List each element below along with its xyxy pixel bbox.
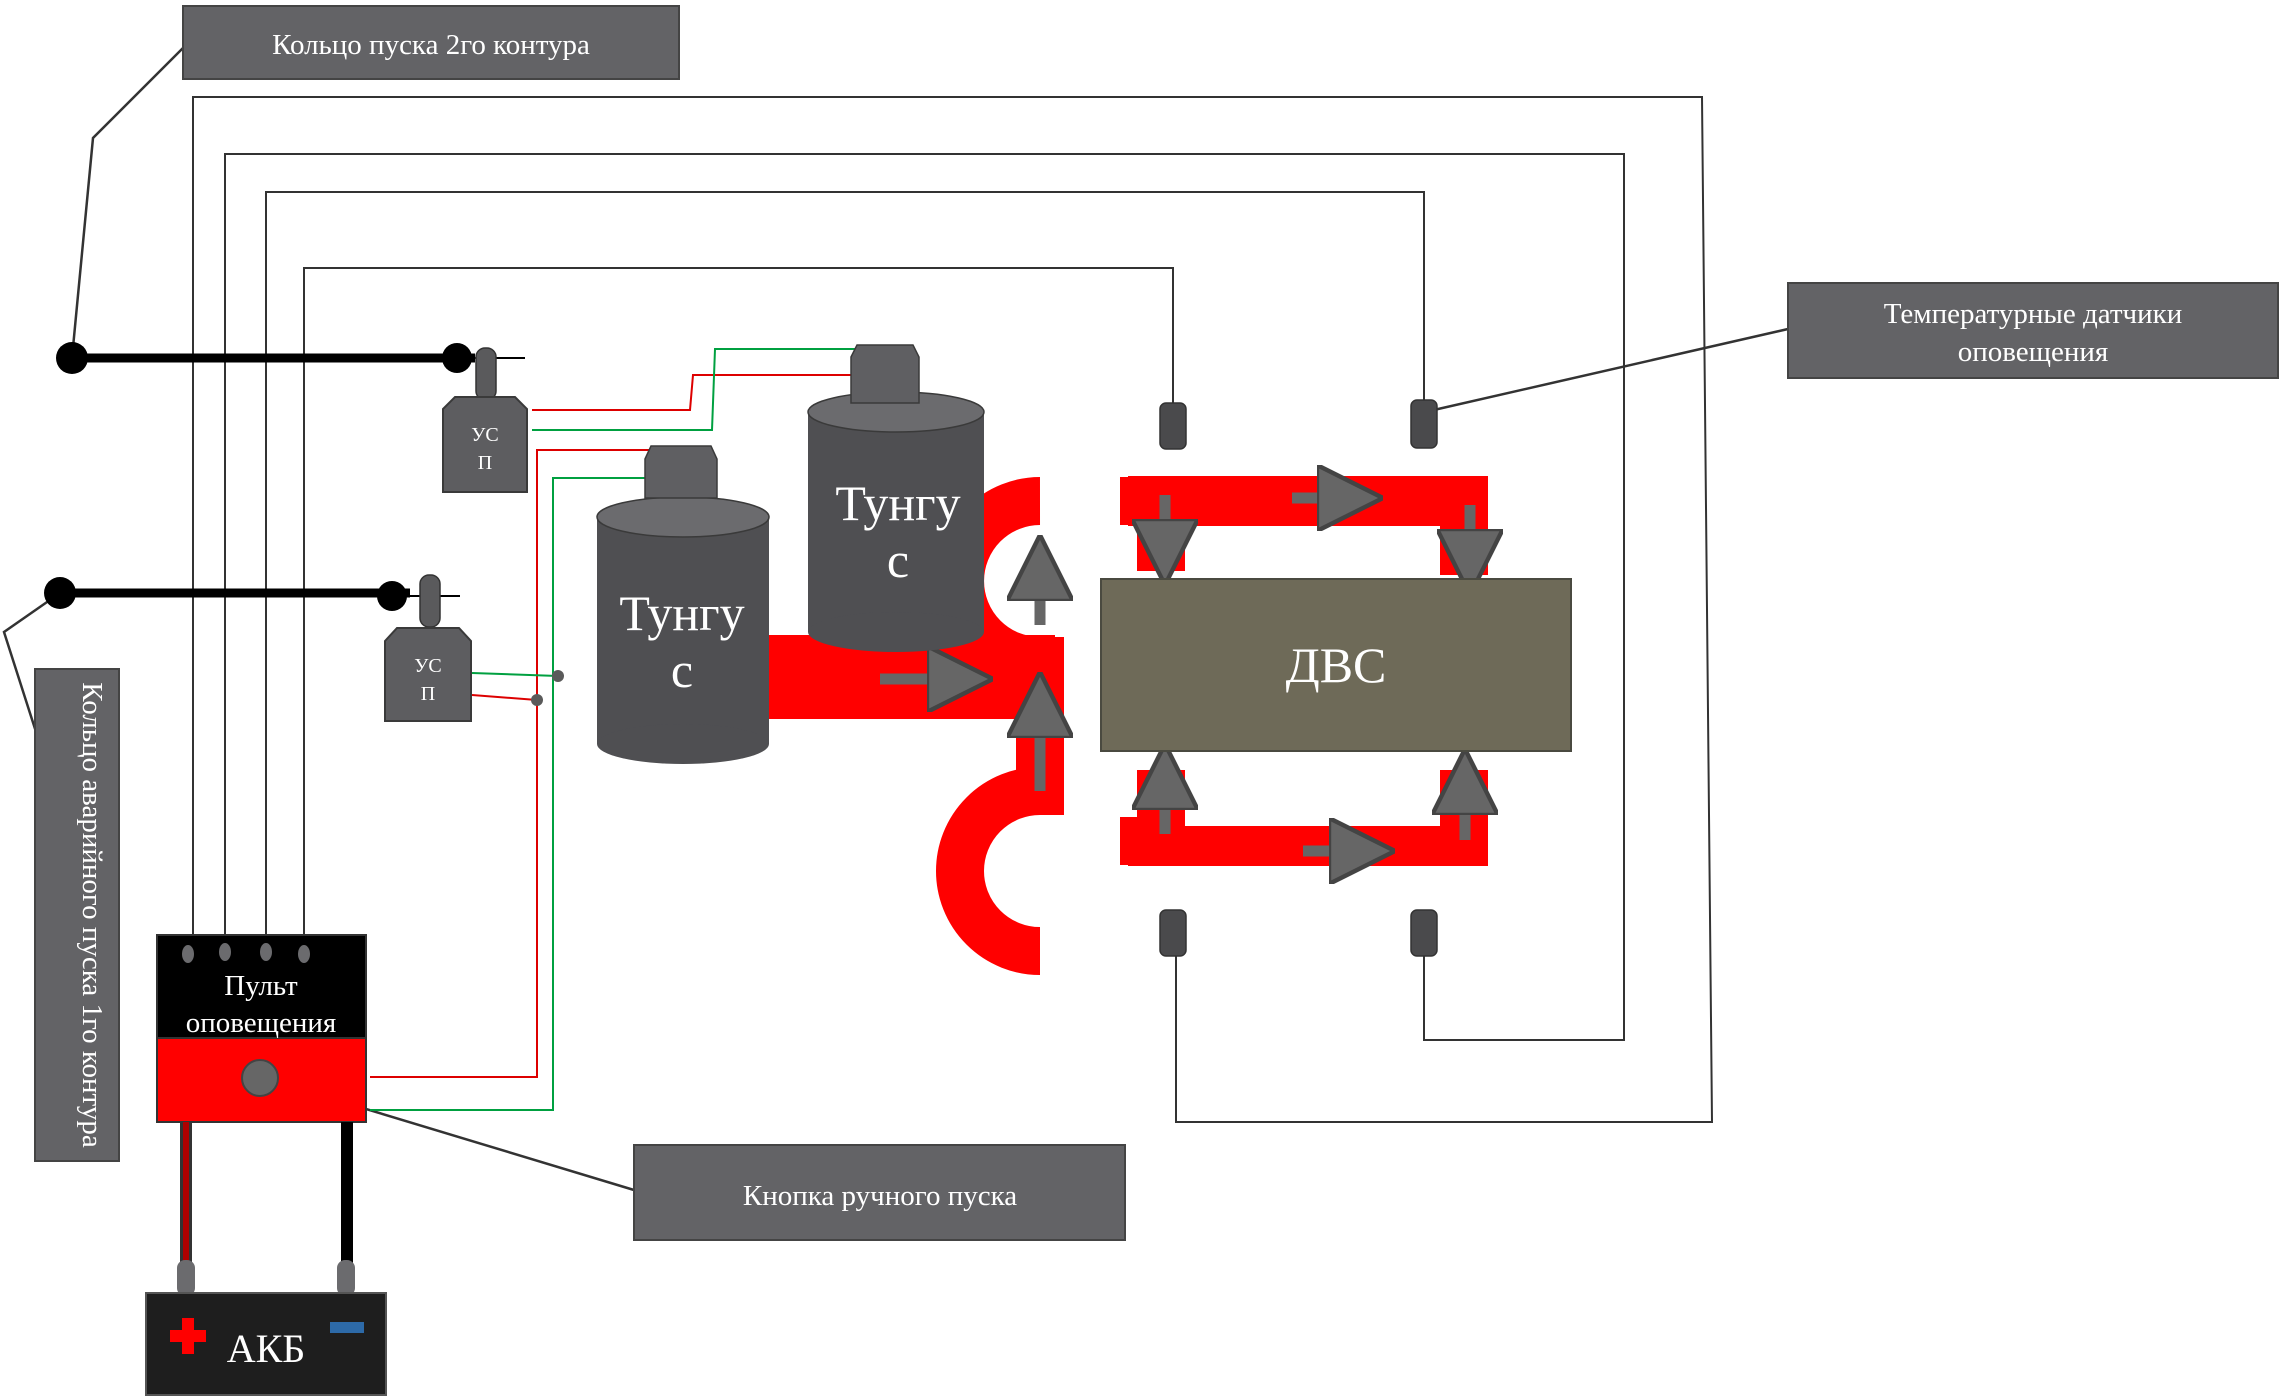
usp-upper-label-1: УС [471, 424, 499, 446]
sensor-wire-4 [303, 267, 1174, 935]
usp-lower-label-1: УС [414, 655, 442, 677]
sensor-bottom-right [1410, 909, 1438, 957]
sensor-top-right [1410, 399, 1438, 449]
extinguisher-lower: Тунгу с [596, 445, 770, 764]
sensors-callout-line [1424, 327, 1789, 414]
battery-terminal-negative [337, 1260, 355, 1296]
flow-arrows [880, 495, 1470, 851]
panel-indicator-4 [298, 945, 310, 963]
manual-start-button[interactable] [241, 1059, 279, 1097]
green-wire-upper-extinguisher [532, 348, 865, 431]
sensor-bottom-left [1159, 909, 1187, 957]
usp-upper-label-2: П [478, 452, 492, 474]
temperature-sensors [1159, 399, 1438, 957]
label-ring2: Кольцо пуска 2го контура [182, 5, 680, 80]
red-wire-lower-usp [471, 694, 538, 701]
engine-label: ДВС [1286, 637, 1387, 693]
label-button-text: Кнопка ручного пуска [743, 1180, 1017, 1212]
red-wire-upper-extinguisher [532, 374, 865, 411]
ring1-callout-line [2, 591, 61, 736]
sensor-wire-1 [192, 96, 1714, 1123]
sensor-top-left [1159, 402, 1187, 450]
battery: АКБ [145, 1260, 387, 1396]
panel-label-1: Пульт [224, 970, 298, 1002]
usp-device-lower: УС П [384, 574, 472, 722]
panel-indicator-3 [260, 943, 272, 961]
sensor-wire-2 [224, 153, 1625, 1041]
ring2-bar [56, 342, 525, 374]
red-wire-lower-extinguisher [370, 449, 655, 1078]
label-sensors-text-2: оповещения [1958, 336, 2109, 368]
label-ring1: Кольцо аварийного пуска 1го контура [34, 668, 120, 1162]
usp-device-upper: УС П [442, 347, 528, 493]
plus-icon [170, 1318, 206, 1354]
extinguisher-upper: Тунгу с [807, 344, 985, 652]
extinguisher-lower-label-1: Тунгу [619, 585, 744, 641]
green-wire-lower-usp [471, 672, 559, 677]
label-ring2-text: Кольцо пуска 2го контура [272, 29, 590, 61]
battery-label: АКБ [227, 1326, 306, 1371]
battery-terminal-positive [177, 1260, 195, 1296]
panel-label-2: оповещения [186, 1007, 337, 1039]
panel-indicator-1 [182, 945, 194, 963]
sensor-wire-3 [265, 191, 1425, 935]
alert-panel: Пульт оповещения [156, 934, 367, 1123]
label-ring1-text: Кольцо аварийного пуска 1го контура [76, 682, 108, 1148]
extinguisher-lower-label-2: с [671, 642, 693, 698]
wire-junction-red [531, 694, 543, 706]
ring1-bar [44, 577, 460, 611]
green-wire-lower-extinguisher [370, 477, 655, 1111]
label-button: Кнопка ручного пуска [633, 1144, 1126, 1241]
ring2-callout-line [70, 47, 184, 359]
engine-block [1100, 578, 1572, 752]
panel-indicator-2 [219, 943, 231, 961]
usp-lower-label-2: П [421, 683, 435, 705]
wire-junction-green [552, 670, 564, 682]
extinguisher-upper-label-2: с [887, 532, 909, 588]
minus-icon [330, 1322, 364, 1333]
label-sensors: Температурные датчики оповещения [1787, 282, 2279, 379]
label-sensors-text-1: Температурные датчики [1884, 298, 2183, 330]
extinguisher-upper-label-1: Тунгу [835, 475, 960, 531]
